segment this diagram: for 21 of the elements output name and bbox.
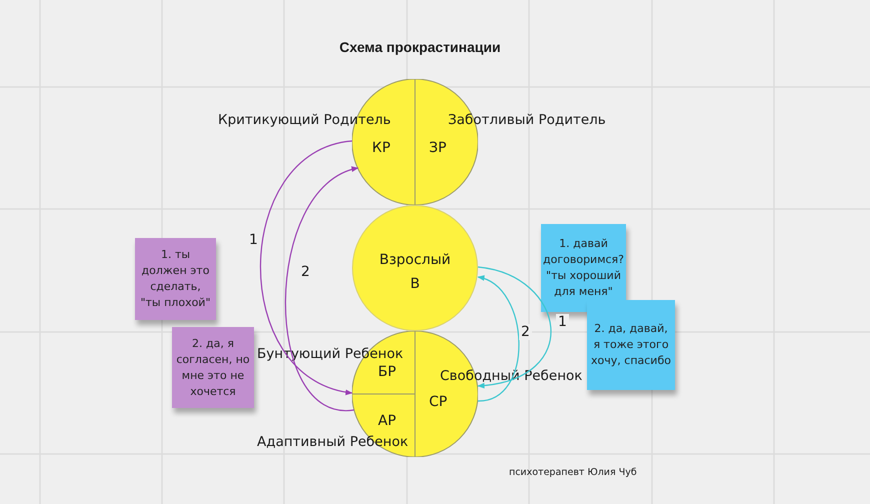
ego-state-label: ЗР: [429, 139, 446, 157]
arrow: [284, 167, 359, 411]
ego-state-label: БР: [378, 363, 396, 381]
ego-state-label: АР: [378, 412, 396, 430]
ego-state-label: Взрослый: [379, 251, 451, 269]
note-text: 1. ты должен это сделать, "ты плохой": [139, 247, 212, 311]
diagram-title: Схема прокрастинации: [338, 38, 502, 57]
sticky-note: [172, 327, 254, 408]
note-text: 1. давай договоримся? "ты хороший для меня": [543, 236, 624, 300]
note-text: 2. да, давай, я тоже этого хочу, спасибо: [591, 321, 671, 369]
arrow: [477, 266, 552, 388]
edge-label: 2: [519, 324, 532, 340]
ego-state-label: КР: [372, 139, 390, 157]
sticky-note: [135, 238, 216, 320]
ego-state-label: СР: [429, 393, 448, 411]
sticky-note: [541, 224, 626, 312]
ego-state-label: В: [410, 275, 420, 293]
sticky-note: [587, 300, 675, 390]
note-text: 2. да, я согласен, но мне это не хочется: [176, 336, 250, 400]
author-note: психотерапевт Юлия Чуб: [509, 466, 637, 480]
arrow: [260, 140, 353, 394]
